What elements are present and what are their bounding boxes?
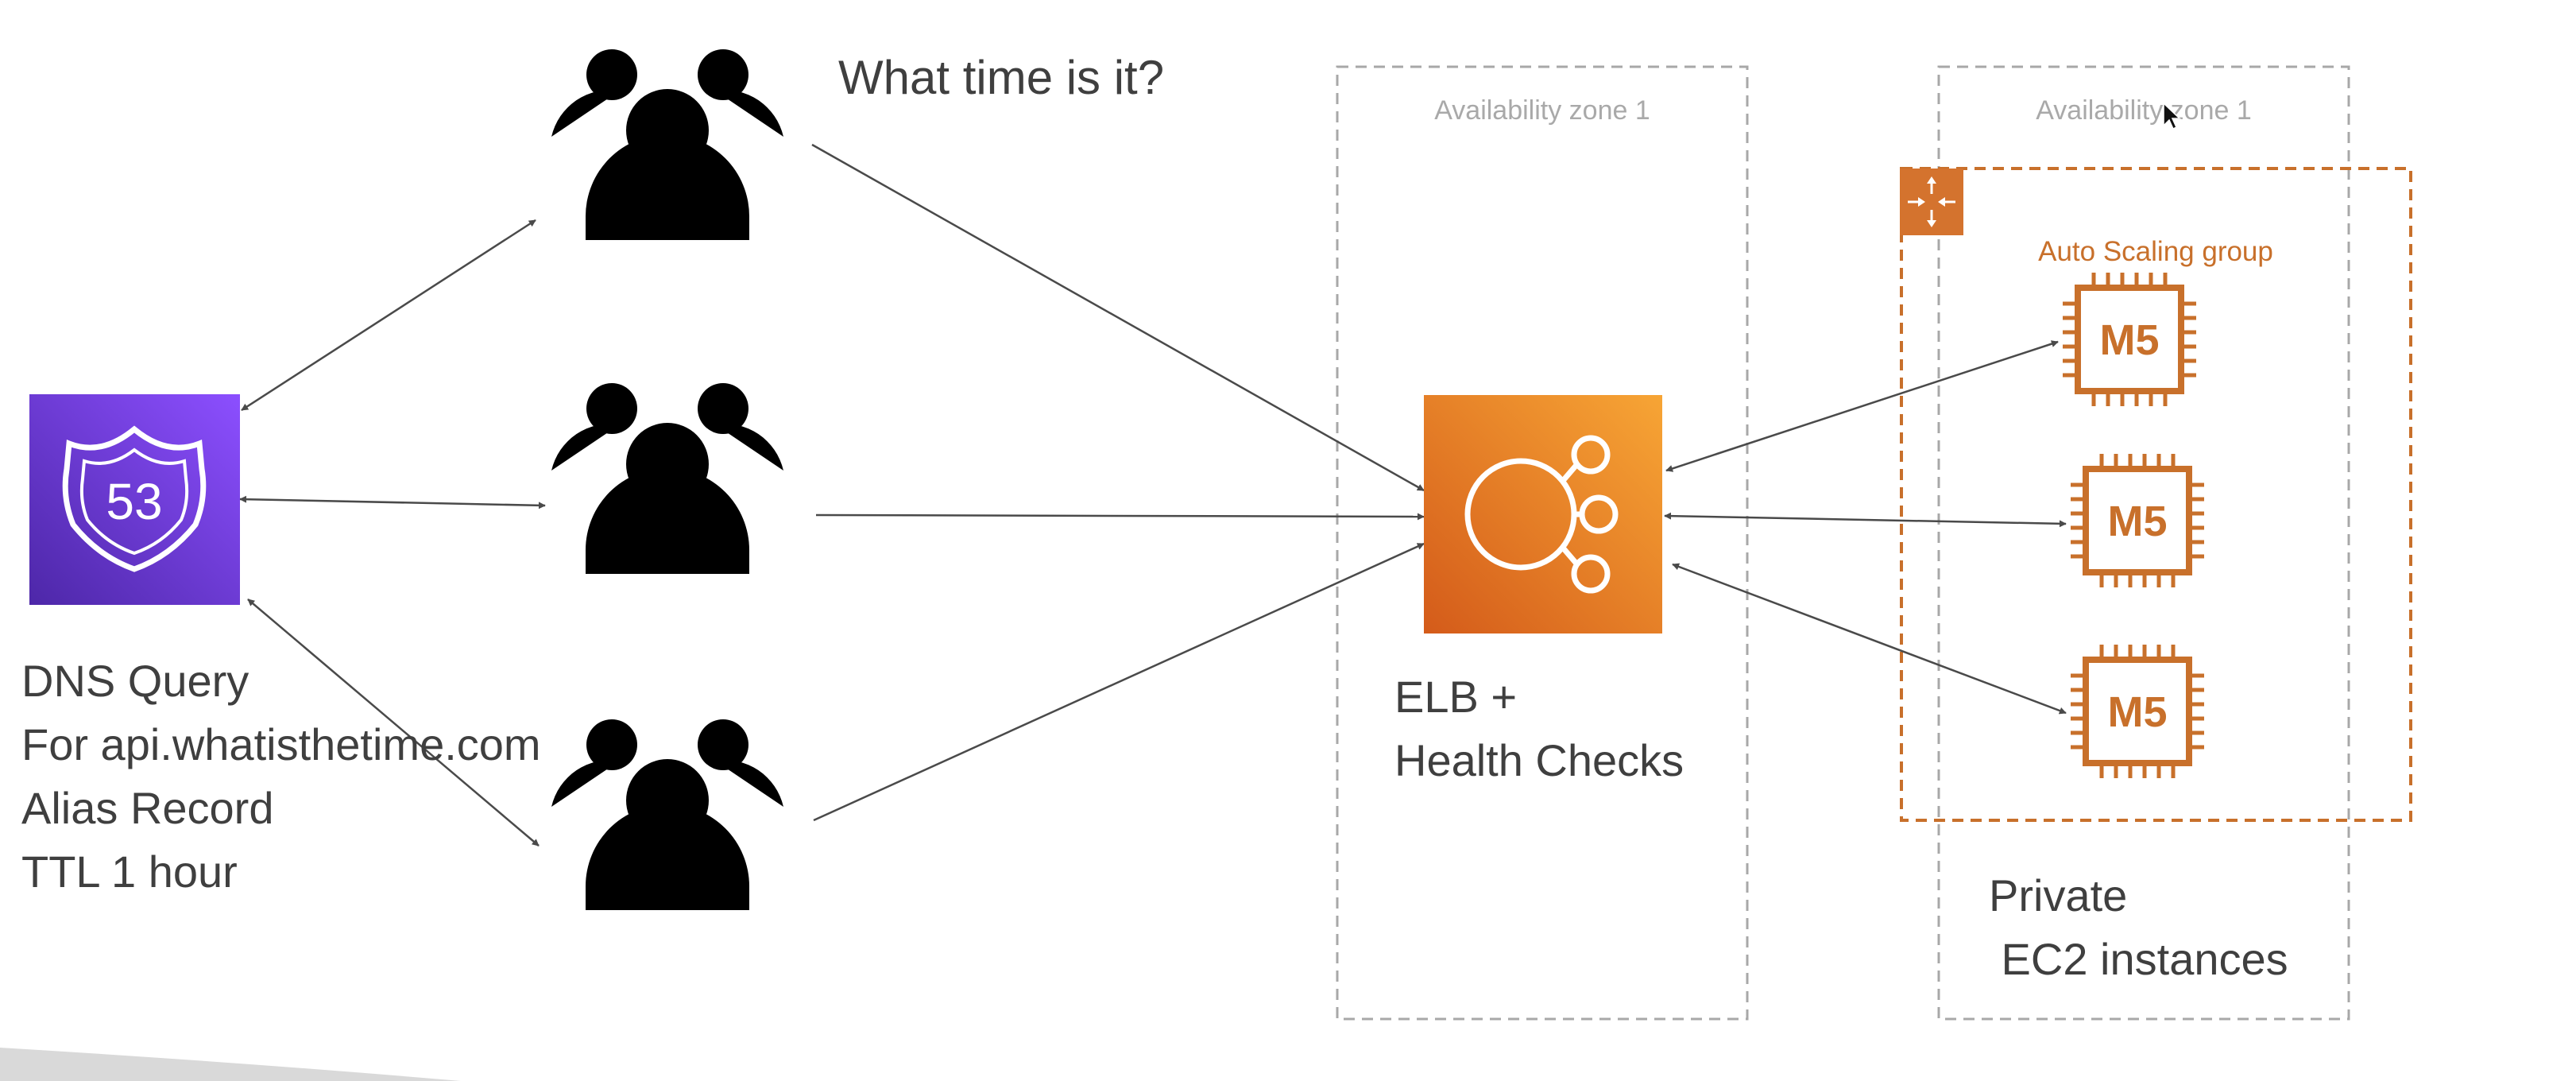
dns-caption-line-1: DNS Query <box>21 656 249 706</box>
page-shadow <box>0 1048 461 1081</box>
dns-caption-line-4: TTL 1 hour <box>21 847 238 897</box>
ec2-instance-icon-1: M5 <box>2063 273 2196 406</box>
arrow-user-bottom-elb <box>813 542 1425 822</box>
dns-caption: DNS Query For api.whatisthetime.com Alia… <box>21 656 541 897</box>
ec2-instance-icon-2: M5 <box>2071 454 2204 587</box>
ec2-instance-label-2: M5 <box>2107 498 2167 545</box>
arrow-r53-user-mid <box>239 495 546 510</box>
route53-icon: 53 <box>29 394 240 605</box>
ec2-instance-label-1: M5 <box>2099 316 2159 364</box>
auto-scaling-group-label: Auto Scaling group <box>2038 236 2273 267</box>
elb-caption-line-2: Health Checks <box>1394 735 1684 785</box>
dns-caption-line-2: For api.whatisthetime.com <box>21 719 541 769</box>
users-icon-bottom <box>551 719 783 910</box>
arrow-elb-m5-bottom <box>1672 563 2067 715</box>
arrow-r53-user-bottom <box>247 599 540 847</box>
private-caption: Private EC2 instances <box>1989 870 2288 984</box>
route53-number: 53 <box>106 473 162 530</box>
private-caption-line-1: Private <box>1989 870 2127 920</box>
private-caption-line-2: EC2 instances <box>1989 934 2288 984</box>
availability-zone-right <box>1937 65 2350 1021</box>
elb-caption-line-1: ELB + <box>1394 672 1517 722</box>
mouse-cursor-icon <box>2163 102 2181 130</box>
arrow-r53-user-top <box>241 219 536 412</box>
availability-zone-left-label: Availability zone 1 <box>1434 95 1650 126</box>
connection-arrows <box>239 143 2067 847</box>
dns-caption-line-3: Alias Record <box>21 783 273 833</box>
arrow-user-top-elb <box>811 143 1425 492</box>
users-icon-top <box>551 49 783 240</box>
ec2-instance-label-3: M5 <box>2107 688 2167 736</box>
arrow-elb-m5-mid <box>1664 512 2067 528</box>
elb-caption: ELB + Health Checks <box>1394 672 1684 785</box>
arrow-user-mid-elb <box>815 513 1425 521</box>
auto-scaling-group-box <box>1900 167 2412 822</box>
users-icon-middle <box>551 383 783 574</box>
elb-icon <box>1424 395 1662 633</box>
availability-zone-left <box>1336 65 1749 1021</box>
auto-scaling-icon <box>1900 169 1963 235</box>
ec2-instance-icon-3: M5 <box>2071 645 2204 778</box>
question-text: What time is it? <box>838 51 1164 104</box>
availability-zone-right-label: Availability zone 1 <box>2036 95 2252 126</box>
arrow-elb-m5-top <box>1665 340 2059 472</box>
